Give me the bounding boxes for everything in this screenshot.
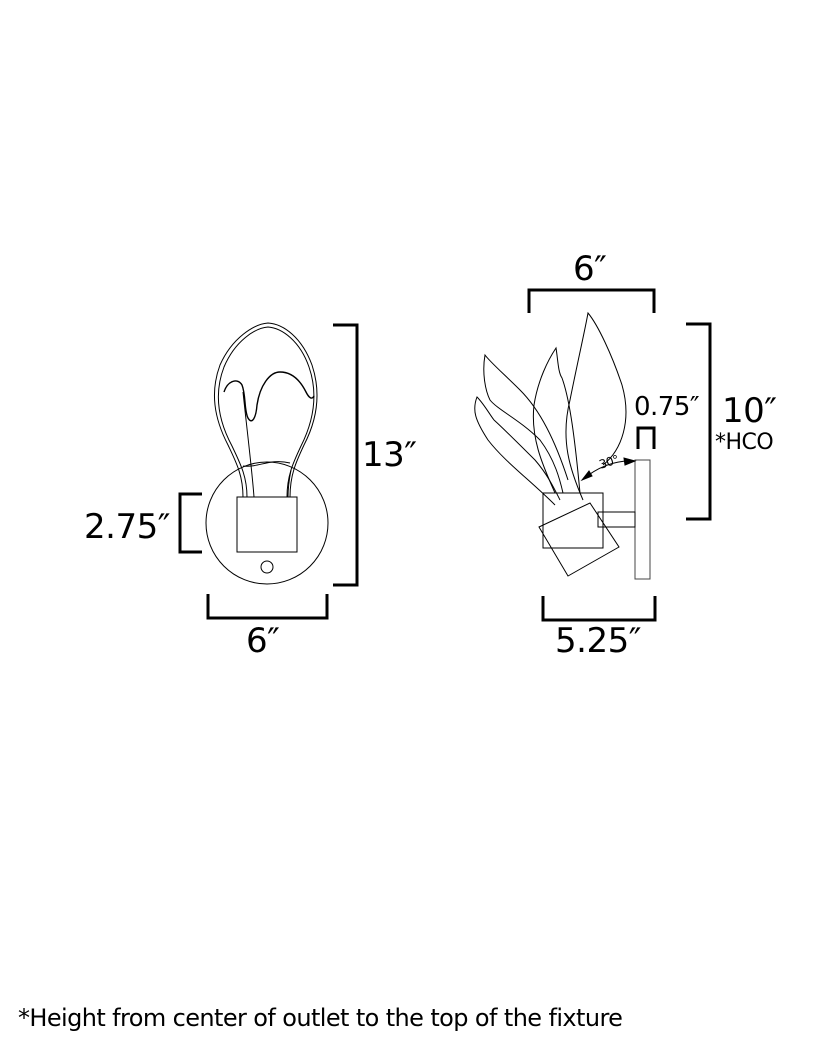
front-height-bracket [333,323,359,587]
side-socket-box [542,492,604,549]
side-leaf-lower-left [474,396,561,506]
side-height-bracket [686,322,712,521]
front-width-label: 6″ [246,621,280,661]
front-glass-drip [223,371,315,422]
front-backplate-circle [205,461,329,585]
front-screw-hole [260,560,274,574]
side-dimension-brackets [527,288,712,622]
side-view [474,311,651,580]
side-angle-arrow-right [623,457,637,466]
front-stem-right [287,469,292,498]
side-width-bracket [527,288,656,313]
front-height-label: 13″ [362,435,417,475]
front-backplate-label: 2.75″ [84,507,170,547]
side-hco-label: *HCO [715,430,774,455]
side-leaf-tall [565,311,627,501]
side-leaf-upper-left [483,353,569,494]
front-view [205,322,329,585]
front-glass-neck [242,461,291,467]
side-offset-label: 0.75″ [634,392,700,422]
side-tilted-box [538,502,620,577]
front-backplate-bracket [178,492,202,554]
side-offset-bracket [636,426,656,449]
footnote: *Height from center of outlet to the top… [18,1004,623,1032]
front-dimension-brackets [178,323,359,620]
front-stem-left [242,391,255,498]
side-width-label: 6″ [573,249,607,289]
front-socket-box [236,496,298,553]
front-width-bracket [206,594,329,620]
side-leaf-middle [532,346,581,494]
side-wall-plate [634,459,651,580]
side-height-label: 10″ [722,391,777,431]
front-glass-outer [213,322,318,498]
front-glass-inner [217,326,315,498]
side-angle-arrow-left [580,470,593,482]
side-extension-label: 5.25″ [555,621,641,661]
side-extension-bracket [541,596,657,622]
side-arm [597,511,636,528]
